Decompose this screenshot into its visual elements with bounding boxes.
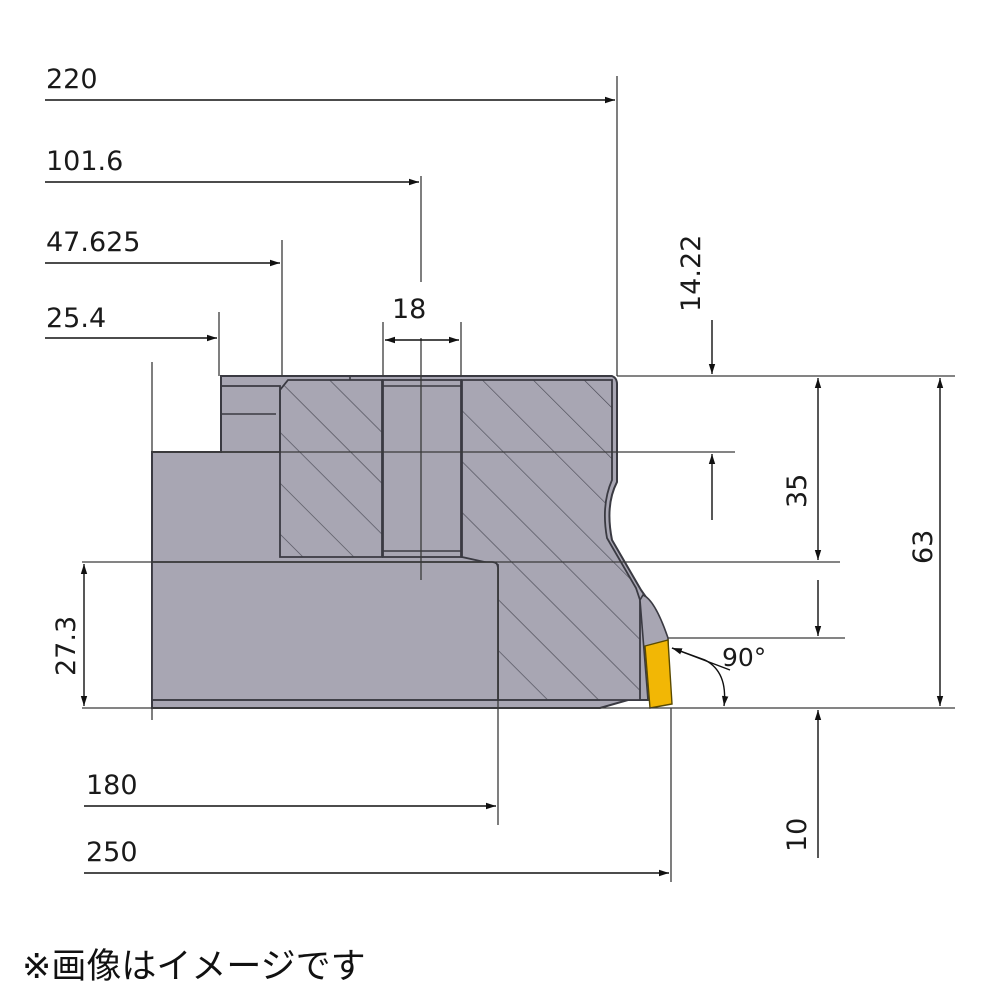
bore <box>382 379 462 558</box>
dim-220: 220 <box>46 64 98 95</box>
dim-25-4: 25.4 <box>46 303 106 334</box>
image-note: ※画像はイメージです <box>22 947 366 987</box>
lower-block <box>151 561 499 701</box>
dim-180: 180 <box>86 770 138 801</box>
dim-101-6: 101.6 <box>46 146 123 177</box>
dim-63: 63 <box>908 530 939 564</box>
dimension-lines <box>45 96 944 877</box>
cutter-body <box>151 375 673 709</box>
hatch-section-left <box>279 379 383 558</box>
dim-14-22: 14.22 <box>676 235 707 312</box>
dim-27-3: 27.3 <box>51 616 82 676</box>
dimension-labels: 220 101.6 47.625 25.4 18 14.22 35 63 27.… <box>46 64 939 868</box>
dim-35: 35 <box>782 474 813 508</box>
dim-47-625: 47.625 <box>46 227 140 258</box>
dim-90-degree: 90° <box>722 643 766 672</box>
dim-10: 10 <box>782 818 813 852</box>
dim-18: 18 <box>392 294 426 325</box>
extension-lines <box>82 76 955 882</box>
cutting-insert <box>644 639 673 709</box>
dim-250: 250 <box>86 837 138 868</box>
